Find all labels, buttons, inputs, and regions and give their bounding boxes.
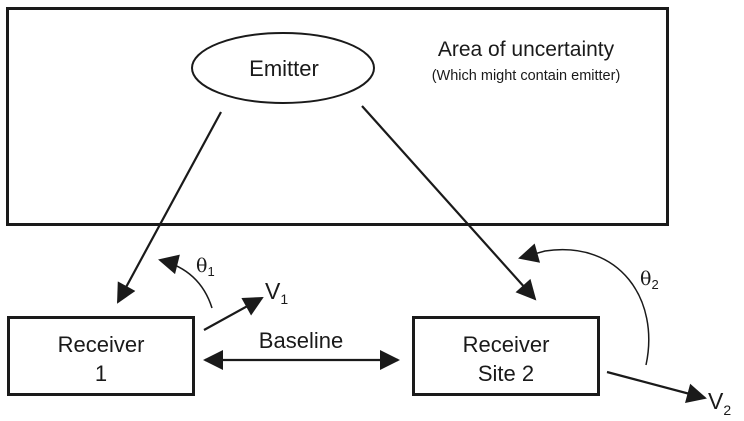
bearing-arrow-receiver-1 bbox=[117, 111, 222, 304]
theta-2-subscript: 2 bbox=[651, 277, 658, 292]
v1-label: V1 bbox=[265, 278, 288, 307]
emitter-label: Emitter bbox=[249, 56, 319, 81]
theta-2-arc bbox=[518, 243, 650, 366]
baseline-label: Baseline bbox=[259, 328, 343, 353]
receiver-2-label-line1: Receiver bbox=[463, 332, 550, 357]
theta-1-arc bbox=[158, 254, 213, 309]
area-of-uncertainty-box bbox=[6, 7, 669, 226]
v2-subscript: 2 bbox=[723, 402, 731, 418]
receiver-1-box bbox=[7, 316, 195, 396]
theta-1-subscript: 1 bbox=[207, 264, 214, 279]
theta-1-label: θ1 bbox=[196, 255, 215, 279]
v2-label: V2 bbox=[708, 388, 731, 418]
receiver-1-label-line1: Receiver bbox=[58, 332, 145, 357]
area-subtitle: (Which might contain emitter) bbox=[432, 68, 621, 84]
receiver-2-label-line2: Site 2 bbox=[478, 361, 534, 386]
v1-subscript: 1 bbox=[280, 291, 288, 307]
v1-symbol: V bbox=[265, 278, 281, 304]
v1-vector-arrow bbox=[203, 297, 264, 331]
receiver-1-label-line2: 1 bbox=[95, 361, 107, 386]
v2-vector-arrow bbox=[606, 370, 707, 404]
receiver-2-box bbox=[412, 316, 600, 396]
theta-1-symbol: θ bbox=[196, 255, 207, 277]
area-title: Area of uncertainty bbox=[438, 38, 615, 61]
bearing-arrow-receiver-2 bbox=[361, 105, 537, 301]
theta-2-label: θ2 bbox=[640, 268, 659, 292]
v2-symbol: V bbox=[708, 388, 724, 414]
theta-2-symbol: θ bbox=[640, 268, 651, 290]
emitter-ellipse bbox=[191, 32, 375, 104]
